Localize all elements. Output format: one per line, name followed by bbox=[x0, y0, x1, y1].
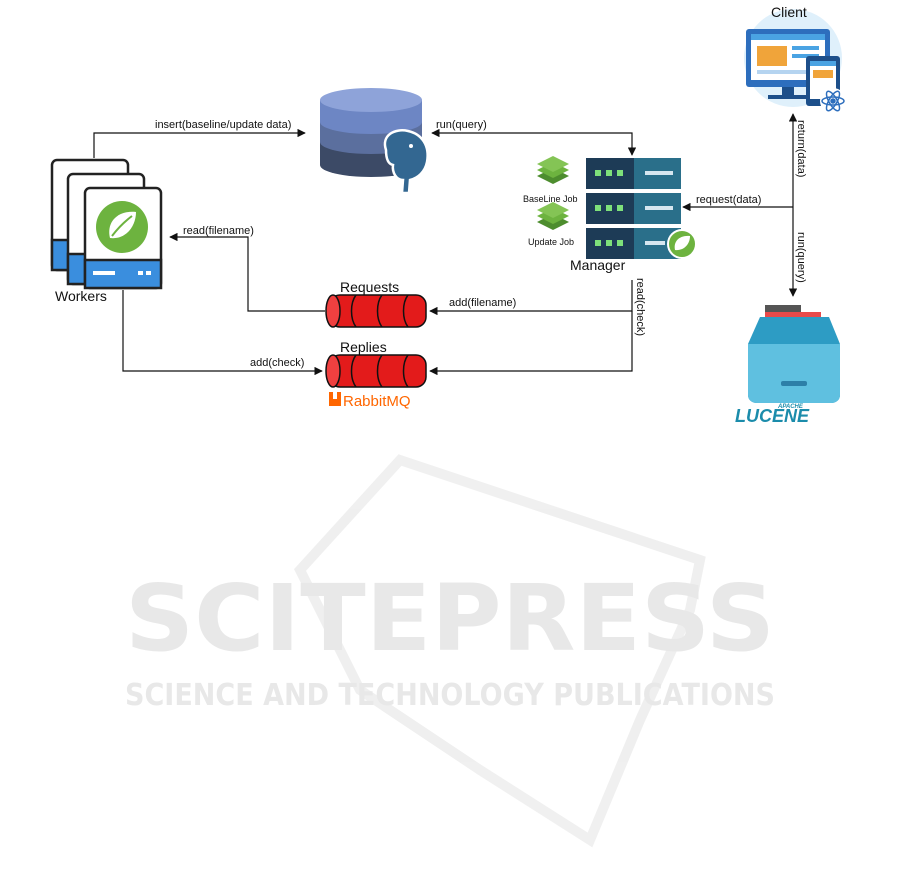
baseline-job-label: BaseLine Job bbox=[523, 194, 578, 204]
manager-spring-logo-icon bbox=[668, 230, 696, 258]
update-job-stack-icon bbox=[537, 202, 569, 230]
workers-servers bbox=[52, 160, 161, 288]
request-data-label: request(data) bbox=[696, 194, 761, 206]
rabbitmq-icon bbox=[329, 392, 341, 406]
workers-label: Workers bbox=[55, 288, 107, 304]
lucene-index bbox=[748, 305, 840, 403]
worker-server-front bbox=[85, 188, 161, 288]
scitepress-watermark: SCITEPRESS SCIENCE AND TECHNOLOGY PUBLIC… bbox=[125, 460, 775, 840]
read-check-label: read(check) bbox=[634, 278, 646, 336]
postgres-database bbox=[320, 88, 428, 193]
read-check-arrow bbox=[430, 311, 632, 371]
spring-logo-icon bbox=[96, 201, 148, 253]
run-query-lucene-label: run(query) bbox=[795, 232, 807, 283]
replies-queue bbox=[326, 355, 426, 387]
requests-queue-label: Requests bbox=[340, 279, 399, 295]
insert-label: insert(baseline/update data) bbox=[155, 119, 291, 131]
rabbitmq-logo: RabbitMQ bbox=[329, 392, 411, 410]
replies-queue-label: Replies bbox=[340, 339, 387, 355]
client-label: Client bbox=[771, 4, 807, 20]
insert-arrow bbox=[94, 133, 305, 158]
manager-label: Manager bbox=[570, 257, 626, 273]
requests-queue bbox=[326, 295, 426, 327]
read-filename-label: read(filename) bbox=[183, 225, 254, 237]
watermark-main: SCITEPRESS bbox=[125, 565, 775, 672]
client-devices bbox=[744, 9, 846, 114]
add-check-label: add(check) bbox=[250, 357, 304, 369]
update-job-label: Update Job bbox=[528, 237, 574, 247]
baseline-job-stack-icon bbox=[537, 156, 569, 184]
watermark-sub: SCIENCE AND TECHNOLOGY PUBLICATIONS bbox=[125, 678, 775, 713]
return-data-label: return(data) bbox=[795, 120, 807, 177]
run-query-db-arrow bbox=[432, 133, 632, 155]
read-filename-arrow bbox=[170, 237, 325, 311]
rabbitmq-wordmark: RabbitMQ bbox=[343, 393, 411, 410]
run-query-db-label: run(query) bbox=[436, 119, 487, 131]
add-filename-label: add(filename) bbox=[449, 297, 516, 309]
lucene-wordmark: LUCENE bbox=[735, 406, 810, 426]
postgresql-elephant-icon bbox=[385, 130, 428, 193]
manager-server bbox=[586, 158, 696, 259]
react-logo-icon bbox=[820, 88, 846, 114]
